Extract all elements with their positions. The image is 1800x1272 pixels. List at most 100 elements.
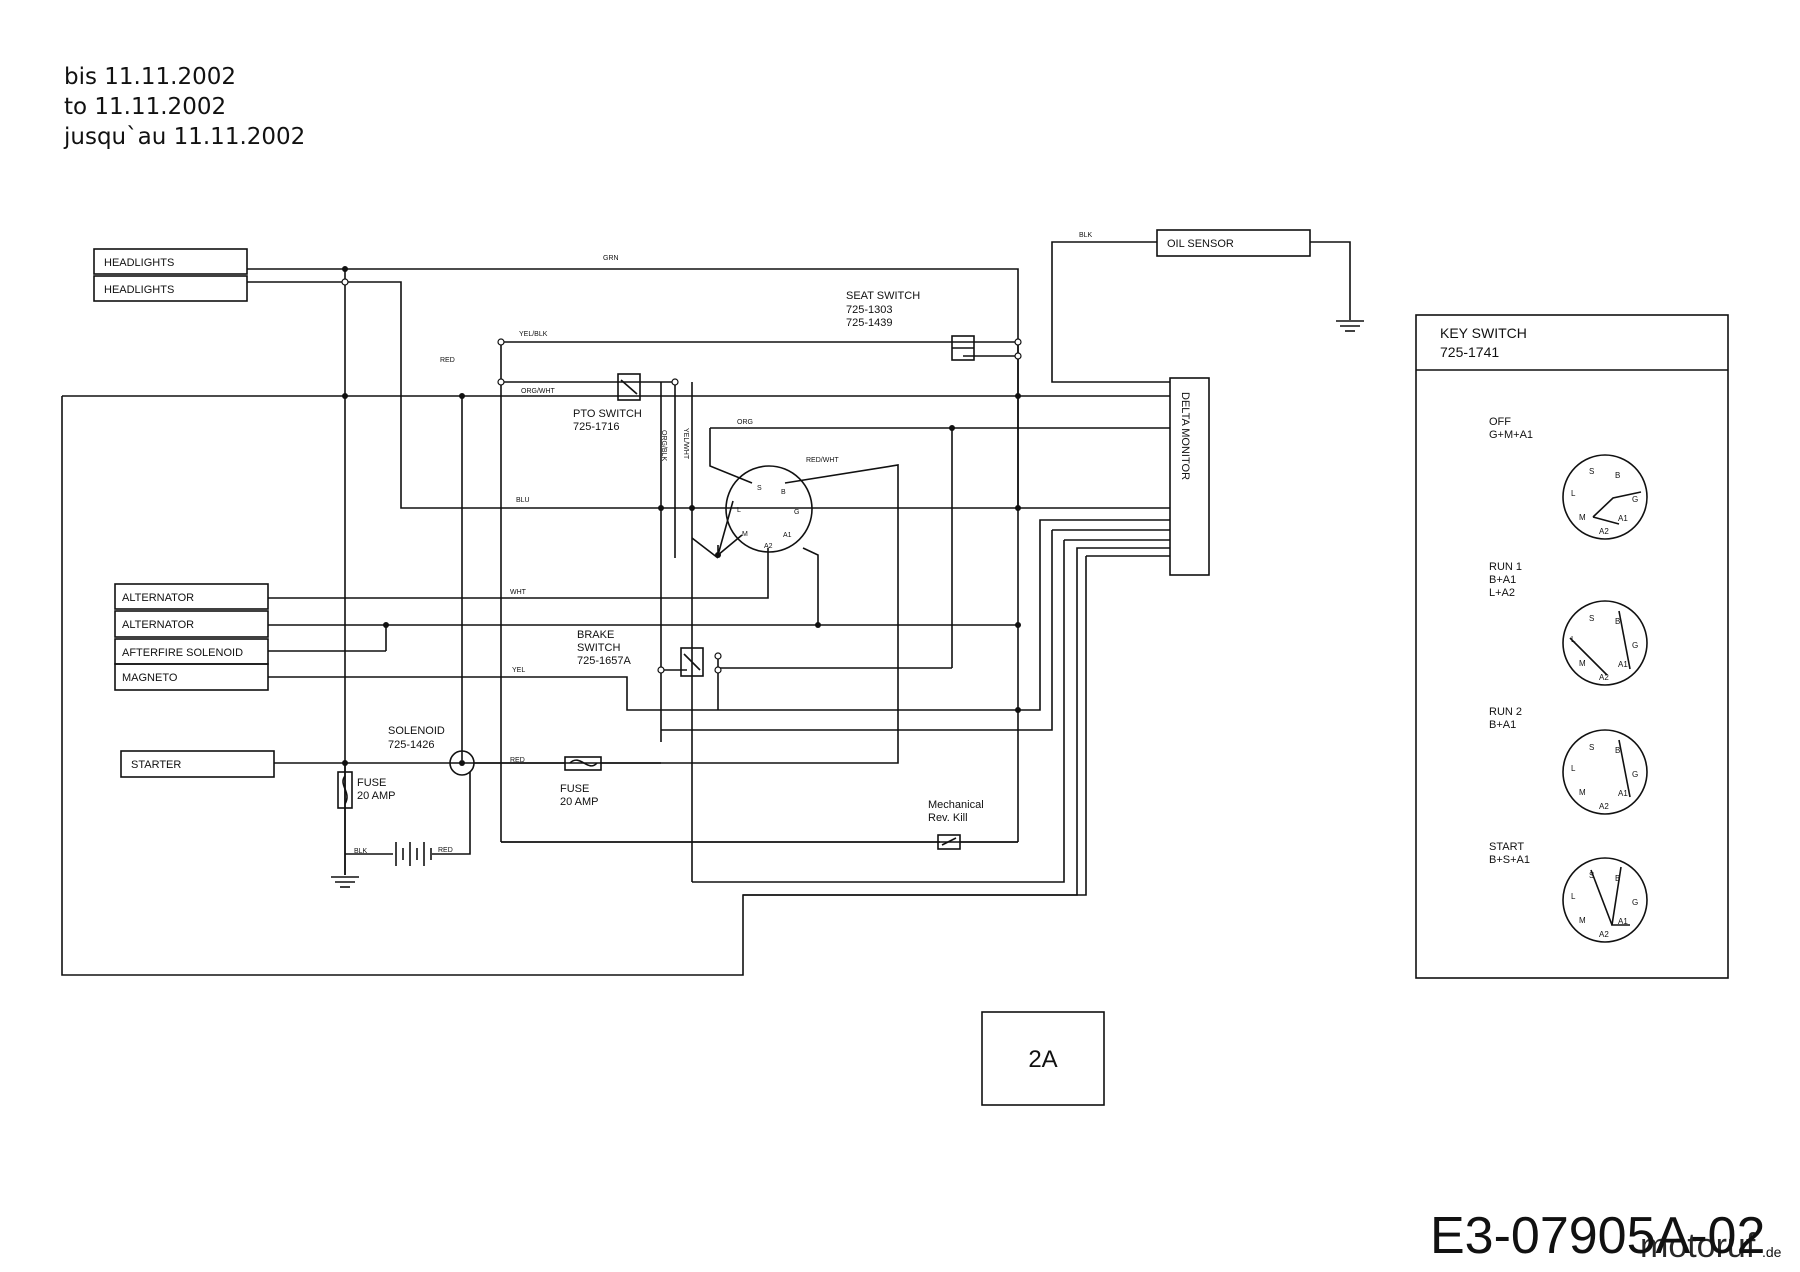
dial-run2-l: L	[1571, 764, 1576, 773]
wire-red-top: RED	[440, 357, 455, 364]
key-switch-part: 725-1741	[1440, 344, 1499, 360]
oil-sensor-label: OIL SENSOR	[1167, 238, 1234, 250]
key-dial-start	[1562, 857, 1648, 943]
wire-red-battery: RED	[438, 847, 453, 854]
dial-off-a1: A1	[1618, 514, 1628, 523]
wire-grn: GRN	[603, 255, 619, 262]
key-pos-run2: RUN 2	[1489, 706, 1522, 718]
wire-yel-wht: YEL/WHT	[682, 428, 689, 460]
wire-red-solenoid: RED	[510, 757, 525, 764]
afterfire-label: AFTERFIRE SOLENOID	[122, 647, 243, 659]
key-pos-run2-combo: B+A1	[1489, 719, 1516, 731]
key-dial-run2	[1562, 729, 1648, 815]
headlights-label-1: HEADLIGHTS	[104, 257, 174, 269]
dial-off-s: S	[1589, 467, 1594, 476]
delta-monitor-box	[1169, 377, 1210, 576]
key-pos-off: OFF	[1489, 416, 1511, 428]
dial-run2-a1: A1	[1618, 789, 1628, 798]
wire-blu: BLU	[516, 497, 530, 504]
dial-run1-m: M	[1579, 659, 1586, 668]
dial-run2-m: M	[1579, 788, 1586, 797]
ign-terminal-m: M	[742, 531, 748, 538]
alternator-box-2	[114, 610, 269, 638]
dial-off-a2: A2	[1599, 527, 1609, 536]
ign-terminal-l: L	[737, 507, 741, 514]
delta-monitor-label: DELTA MONITOR	[1179, 392, 1191, 480]
key-switch-title: KEY SWITCH	[1440, 325, 1527, 341]
key-switch-panel	[1415, 314, 1729, 979]
dial-run2-g: G	[1632, 770, 1638, 779]
wire-red-wht: RED/WHT	[806, 457, 839, 464]
page-label: 2A	[1028, 1046, 1057, 1073]
seat-switch-label: SEAT SWITCH	[846, 290, 920, 302]
starter-box	[120, 750, 275, 778]
watermark-suffix: .de	[1762, 1244, 1782, 1260]
key-pos-run1-combo-1: B+A1	[1489, 574, 1516, 586]
headlights-label-2: HEADLIGHTS	[104, 284, 174, 296]
alternator-label-2: ALTERNATOR	[122, 619, 194, 631]
wire-org: ORG	[737, 419, 753, 426]
ign-terminal-g: G	[794, 509, 799, 516]
page-label-box	[981, 1011, 1105, 1106]
dial-off-g: G	[1632, 495, 1638, 504]
fuse-left-rating: 20 AMP	[357, 790, 396, 802]
dial-off-m: M	[1579, 513, 1586, 522]
key-pos-run1-combo-2: L+A2	[1489, 587, 1515, 599]
wire-wht: WHT	[510, 589, 527, 596]
brake-switch-label-1: BRAKE	[577, 629, 614, 641]
seat-switch-part-1: 725-1303	[846, 304, 893, 316]
dial-start-a1: A1	[1618, 917, 1628, 926]
dial-start-m: M	[1579, 916, 1586, 925]
alternator-box-1	[114, 583, 269, 610]
dial-run2-a2: A2	[1599, 802, 1609, 811]
fuse-mid-label: FUSE	[560, 783, 589, 795]
alternator-label-1: ALTERNATOR	[122, 592, 194, 604]
wire-org-wht: ORG/WHT	[521, 388, 556, 395]
wire-org-blk: ORG/BLK	[660, 430, 667, 461]
fuse-left-label: FUSE	[357, 777, 386, 789]
wire-yel: YEL	[512, 667, 525, 674]
key-pos-start-combo: B+S+A1	[1489, 854, 1530, 866]
dial-off-b: B	[1615, 471, 1620, 480]
brake-switch-label-2: SWITCH	[577, 642, 620, 654]
magneto-label: MAGNETO	[122, 672, 178, 684]
dial-run2-s: S	[1589, 743, 1594, 752]
key-dial-off	[1562, 454, 1648, 540]
dial-off-l: L	[1571, 489, 1576, 498]
oil-sensor-box	[1156, 229, 1311, 257]
dial-start-b: B	[1615, 874, 1620, 883]
headlights-box-1	[93, 248, 248, 275]
seat-switch-part-2: 725-1439	[846, 317, 893, 329]
pto-switch-part: 725-1716	[573, 421, 620, 433]
fuse-mid-rating: 20 AMP	[560, 796, 599, 808]
ign-terminal-a2: A2	[764, 543, 773, 550]
dial-run1-a2: A2	[1599, 673, 1609, 682]
dial-run2-b: B	[1615, 746, 1620, 755]
solenoid-label: SOLENOID	[388, 725, 445, 737]
key-pos-run1: RUN 1	[1489, 561, 1522, 573]
solenoid-part: 725-1426	[388, 739, 435, 751]
validity-date-en: to 11.11.2002	[64, 94, 227, 120]
key-pos-start: START	[1489, 841, 1524, 853]
mech-kill-label-2: Rev. Kill	[928, 812, 968, 824]
mech-kill-label: Mechanical	[928, 799, 984, 811]
dial-start-g: G	[1632, 898, 1638, 907]
dial-run1-b: B	[1615, 617, 1620, 626]
key-pos-off-combo: G+M+A1	[1489, 429, 1533, 441]
ign-terminal-s: S	[757, 485, 762, 492]
wire-blk-oil: BLK	[1079, 232, 1093, 239]
validity-date-de: bis 11.11.2002	[64, 64, 236, 90]
dial-start-l: L	[1571, 892, 1576, 901]
ign-terminal-b: B	[781, 489, 786, 496]
brake-switch-part: 725-1657A	[577, 655, 631, 667]
dial-run1-a1: A1	[1618, 660, 1628, 669]
watermark: motoruf	[1640, 1227, 1756, 1265]
dial-run1-g: G	[1632, 641, 1638, 650]
headlights-box-2	[93, 275, 248, 302]
dial-start-s: S	[1589, 871, 1594, 880]
starter-label: STARTER	[131, 759, 181, 771]
dial-start-a2: A2	[1599, 930, 1609, 939]
validity-date-fr: jusqu`au 11.11.2002	[64, 124, 306, 150]
